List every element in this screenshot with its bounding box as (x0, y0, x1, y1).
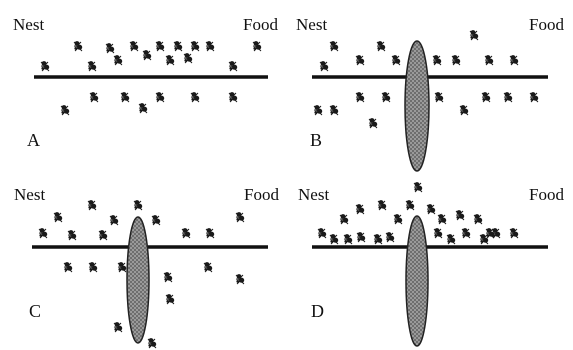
ant-icon (191, 92, 199, 102)
ant-icon (90, 92, 98, 102)
ant-icon (89, 262, 97, 272)
ant-icon (344, 234, 352, 244)
ant-icon (427, 204, 435, 214)
ant-icon (68, 230, 76, 240)
ant-icon (386, 232, 394, 242)
obstacle-icon (127, 217, 149, 343)
ant-icon (460, 105, 468, 115)
ant-icon (39, 228, 47, 238)
ant-icon (54, 212, 62, 222)
panel-a-scene (0, 0, 286, 175)
ant-icon (156, 92, 164, 102)
ant-icon (143, 50, 151, 60)
ant-icon (369, 118, 377, 128)
ant-icon (88, 61, 96, 71)
ant-icon (191, 41, 199, 51)
ant-icon (357, 232, 365, 242)
ant-icon (474, 214, 482, 224)
panel-b: Nest Food B (286, 0, 572, 175)
ant-icon (374, 234, 382, 244)
ant-icon (236, 274, 244, 284)
ant-icon (152, 215, 160, 225)
ant-icon (470, 30, 478, 40)
ant-icon (438, 214, 446, 224)
ant-icon (99, 230, 107, 240)
ant-icon (206, 41, 214, 51)
ant-icon (204, 262, 212, 272)
ant-icon (139, 103, 147, 113)
ant-icon (174, 41, 182, 51)
ant-icon (236, 212, 244, 222)
ant-icon (130, 41, 138, 51)
ant-icon (433, 55, 441, 65)
ant-icon (462, 228, 470, 238)
panel-letter: C (29, 302, 41, 320)
ant-icon (114, 55, 122, 65)
ant-icon (88, 200, 96, 210)
ant-icon (482, 92, 490, 102)
ant-icon (530, 92, 538, 102)
ant-icon (314, 105, 322, 115)
ant-icon (434, 228, 442, 238)
panel-c-scene (0, 175, 286, 350)
ant-icon (356, 55, 364, 65)
ant-icon (118, 262, 126, 272)
ant-icon (320, 61, 328, 71)
panel-letter: B (310, 131, 322, 149)
ant-icon (382, 92, 390, 102)
ant-icon (182, 228, 190, 238)
panel-a: Nest Food A (0, 0, 286, 175)
ant-icon (485, 55, 493, 65)
ant-icon (452, 55, 460, 65)
ant-icon (414, 182, 422, 192)
ant-icon (456, 210, 464, 220)
ant-icon (253, 41, 261, 51)
ant-icon (377, 41, 385, 51)
ant-icon (184, 53, 192, 63)
ant-icon (106, 43, 114, 53)
ant-icon (356, 204, 364, 214)
ant-icon (378, 200, 386, 210)
ant-icon (166, 294, 174, 304)
ant-icon (330, 41, 338, 51)
ant-icon (447, 234, 455, 244)
ant-icon (206, 228, 214, 238)
ant-icon (340, 214, 348, 224)
ant-icon (164, 272, 172, 282)
panel-c: Nest Food C (0, 175, 286, 350)
ant-icon (229, 61, 237, 71)
ant-icon (134, 200, 142, 210)
panel-b-scene (286, 0, 572, 175)
ant-icon (504, 92, 512, 102)
ant-icon (356, 92, 364, 102)
ant-icon (406, 200, 414, 210)
ant-icon (156, 41, 164, 51)
ant-icon (486, 228, 494, 238)
obstacle-icon (405, 41, 429, 171)
ant-icon (510, 55, 518, 65)
panel-d: Nest Food D (286, 175, 572, 350)
ant-icon (318, 228, 326, 238)
ant-icon (510, 228, 518, 238)
ant-icon (330, 234, 338, 244)
ant-icon (64, 262, 72, 272)
ant-icon (61, 105, 69, 115)
ant-icon (114, 322, 122, 332)
ant-icon (229, 92, 237, 102)
ant-icon (392, 55, 400, 65)
obstacle-icon (406, 216, 428, 346)
panel-letter: A (27, 131, 40, 149)
ant-icon (121, 92, 129, 102)
ant-icon (74, 41, 82, 51)
panel-letter: D (311, 302, 324, 320)
panel-d-scene (286, 175, 572, 350)
ant-icon (330, 105, 338, 115)
ant-icon (41, 61, 49, 71)
ant-icon (435, 92, 443, 102)
ant-icon (110, 215, 118, 225)
ant-icon (148, 338, 156, 348)
ant-icon (166, 55, 174, 65)
ant-icon (394, 214, 402, 224)
